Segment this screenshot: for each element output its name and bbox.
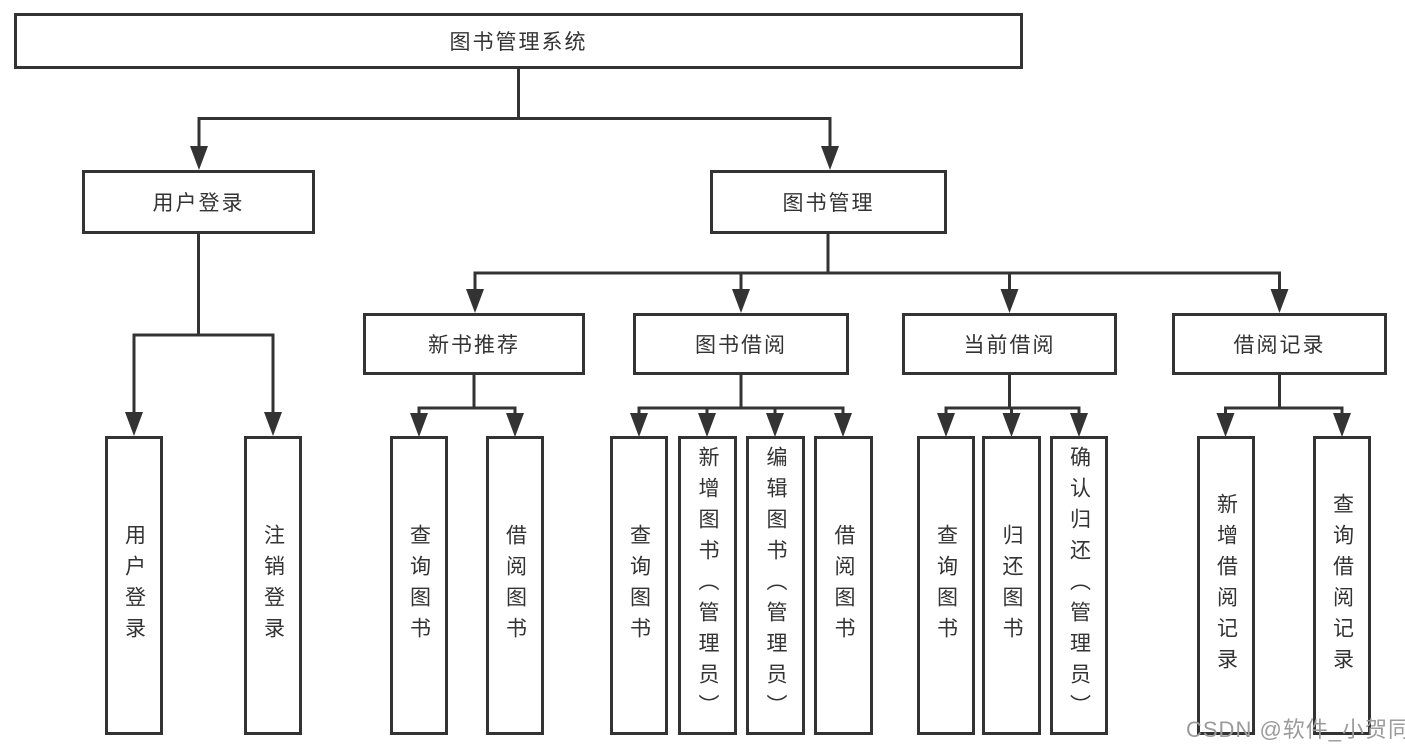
node-label: 图书借阅 — [695, 334, 787, 357]
node-user-login: 用户登录 — [82, 170, 315, 234]
node-book-management: 图书管理 — [710, 170, 947, 234]
leaf-label: 确认归还（管理员） — [1067, 446, 1091, 725]
leaf-current-query-book: 查询图书 — [917, 436, 975, 735]
leaf-label: 编辑图书（管理员） — [764, 446, 787, 725]
leaf-record-query-record: 查询借阅记录 — [1313, 436, 1371, 735]
leaf-user-login: 用户登录 — [105, 436, 163, 735]
node-label: 借阅记录 — [1233, 334, 1326, 357]
leaf-label: 借阅图书 — [832, 523, 855, 648]
leaf-label: 用户登录 — [122, 523, 146, 648]
node-label: 图书管理 — [782, 192, 875, 215]
leaf-borrow-add-book-admin: 新增图书（管理员） — [678, 436, 737, 735]
node-label: 当前借阅 — [963, 334, 1056, 357]
leaf-label: 查询图书 — [627, 523, 651, 648]
leaf-label: 归还图书 — [1000, 523, 1023, 648]
leaf-current-return-book: 归还图书 — [982, 436, 1041, 735]
node-label: 图书管理系统 — [449, 31, 588, 54]
leaf-recommend-query-book: 查询图书 — [390, 436, 448, 735]
leaf-borrow-borrow-book: 借阅图书 — [814, 436, 873, 735]
leaf-borrow-edit-book-admin: 编辑图书（管理员） — [746, 436, 805, 735]
node-borrow-records: 借阅记录 — [1172, 313, 1387, 375]
leaf-borrow-query-book: 查询图书 — [610, 436, 668, 735]
leaf-label: 注销登录 — [261, 523, 285, 648]
leaf-recommend-borrow-book: 借阅图书 — [486, 436, 544, 735]
node-label: 用户登录 — [152, 192, 245, 215]
leaf-label: 借阅图书 — [503, 523, 527, 648]
leaf-record-add-record: 新增借阅记录 — [1197, 436, 1255, 735]
node-label: 新书推荐 — [428, 334, 520, 357]
leaf-user-logout: 注销登录 — [244, 436, 302, 735]
leaf-label: 新增图书（管理员） — [696, 446, 719, 725]
leaf-label: 查询图书 — [934, 523, 958, 648]
node-book-borrow: 图书借阅 — [633, 313, 849, 375]
node-current-borrow: 当前借阅 — [902, 313, 1117, 375]
node-new-book-recommend: 新书推荐 — [363, 313, 585, 375]
leaf-label: 查询借阅记录 — [1330, 492, 1354, 679]
leaf-label: 查询图书 — [407, 523, 431, 648]
leaf-label: 新增借阅记录 — [1214, 492, 1238, 679]
node-root-system: 图书管理系统 — [14, 13, 1023, 69]
leaf-current-confirm-return-admin: 确认归还（管理员） — [1050, 436, 1108, 735]
watermark-text: CSDN @软件_小贺同学 — [1186, 717, 1405, 742]
